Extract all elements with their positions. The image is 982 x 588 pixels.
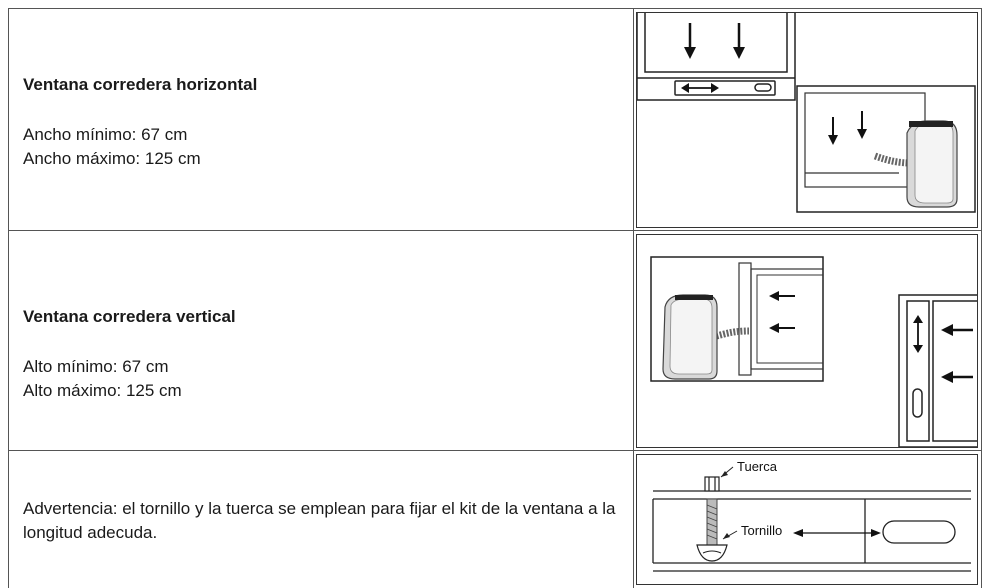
illustration-cell xyxy=(633,231,982,451)
double-arrow-icon xyxy=(681,83,719,93)
sliding-rail xyxy=(652,490,971,572)
vertical-window-illustration xyxy=(636,234,978,448)
min-height-text: Alto mínimo: 67 cm xyxy=(23,357,169,376)
horizontal-window-illustration xyxy=(636,12,978,228)
bolt-icon xyxy=(696,498,728,562)
bolt-label: Tornillo xyxy=(741,523,782,538)
illustration-cell: Tuerca Tornillo xyxy=(633,451,982,588)
window-frame-right xyxy=(898,294,977,447)
max-width-text: Ancho máximo: 125 cm xyxy=(23,149,201,168)
max-height-text: Alto máximo: 125 cm xyxy=(23,381,182,400)
air-conditioner-icon xyxy=(662,294,718,380)
nut-label: Tuerca xyxy=(737,459,778,474)
left-arrows-icon xyxy=(941,324,973,383)
instructions-table: Ventana corredera horizontal Ancho mínim… xyxy=(8,8,982,588)
text-cell: Ventana corredera horizontal Ancho mínim… xyxy=(8,9,634,231)
window-frame-top xyxy=(637,13,796,101)
installed-unit-panel xyxy=(650,256,824,382)
warning-text: Advertencia: el tornillo y la tuerca se … xyxy=(23,499,616,542)
row-title: Ventana corredera vertical xyxy=(23,307,236,326)
double-arrow-icon xyxy=(793,529,881,537)
air-conditioner-icon xyxy=(906,120,958,208)
table-row-vertical-window: Ventana corredera vertical Alto mínimo: … xyxy=(8,230,982,451)
illustration-cell xyxy=(633,9,982,231)
nut-icon xyxy=(704,476,720,492)
installed-unit-panel xyxy=(796,85,976,213)
pointer-lines xyxy=(720,466,738,540)
min-width-text: Ancho mínimo: 67 cm xyxy=(23,125,188,144)
screw-nut-illustration: Tuerca Tornillo xyxy=(636,454,978,585)
down-arrows-icon xyxy=(684,23,745,59)
table-row-warning: Advertencia: el tornillo y la tuerca se … xyxy=(8,450,982,588)
table-row-horizontal-window: Ventana corredera horizontal Ancho mínim… xyxy=(8,8,982,231)
row-title: Ventana corredera horizontal xyxy=(23,75,258,94)
text-cell: Advertencia: el tornillo y la tuerca se … xyxy=(8,451,634,588)
text-cell: Ventana corredera vertical Alto mínimo: … xyxy=(8,231,634,451)
vertical-double-arrow-icon xyxy=(913,315,923,353)
